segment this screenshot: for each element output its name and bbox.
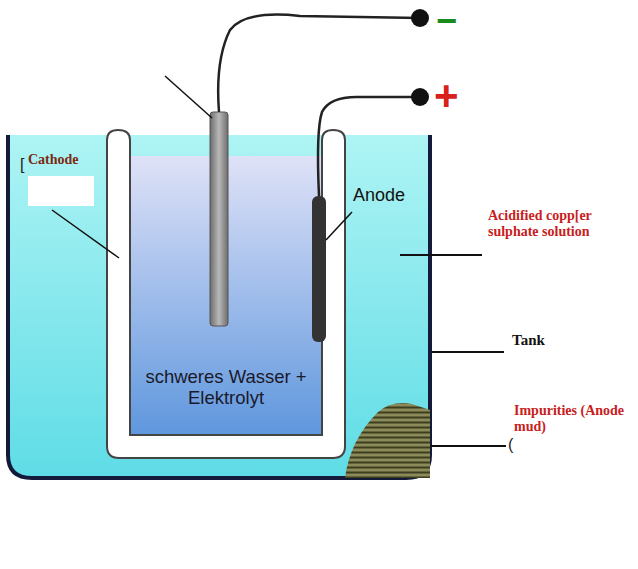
part-label: Impurities (Anode mud) <box>514 403 632 435</box>
part-label: Tank <box>512 332 545 349</box>
positive-wire <box>318 97 420 196</box>
part-label: schweres Wasser + Elektrolyt <box>131 366 321 409</box>
positive-terminal <box>411 88 429 106</box>
leader-line <box>430 445 506 447</box>
part-label: Cathode <box>28 152 79 168</box>
leader-line <box>400 254 482 256</box>
leader-line <box>432 351 504 353</box>
stray-bracket: [ <box>20 156 24 174</box>
part-label: Anode <box>353 185 405 206</box>
label-patch <box>28 176 94 206</box>
anode-mud <box>345 403 430 478</box>
leader-line <box>52 210 119 258</box>
terminal-sign: + <box>434 72 459 120</box>
leader-line <box>326 212 352 240</box>
anode-plate <box>312 196 326 342</box>
terminal-sign: − <box>436 0 457 41</box>
leader-line <box>165 76 212 118</box>
negative-terminal <box>411 9 429 27</box>
part-label: Acidified copp[er sulphate solution <box>488 208 628 240</box>
electrode-rod <box>210 112 228 326</box>
stray-bracket: ( <box>508 436 513 454</box>
